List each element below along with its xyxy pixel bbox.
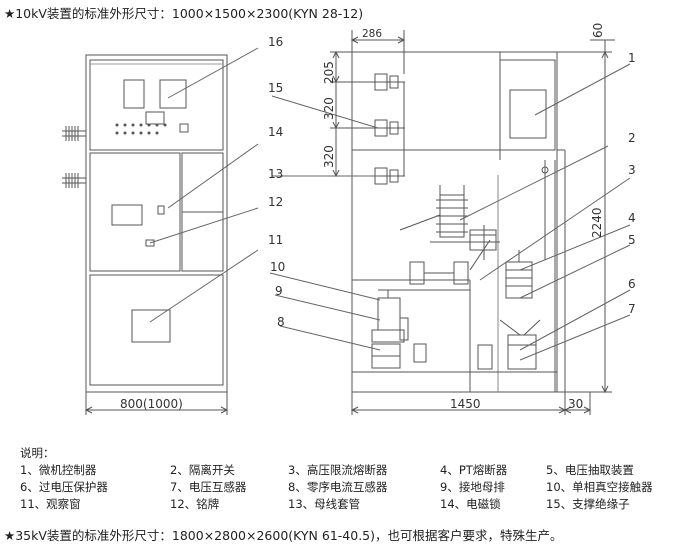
callout-10: 10: [270, 260, 285, 274]
legend-item: 5、电压抽取装置: [546, 463, 634, 477]
dim-top-width: 286: [362, 28, 382, 40]
legend-item: 2、隔离开关: [170, 463, 235, 477]
leader-lines: [149, 47, 631, 361]
legend-row-1: 1、微机控制器 2、隔离开关 3、高压限流熔断器 4、PT熔断器 5、电压抽取装置: [20, 462, 634, 478]
dim-top-offset: 60: [591, 23, 605, 38]
legend-item: 13、母线套管: [288, 497, 361, 511]
dim-width-front: 800(1000): [120, 397, 183, 411]
legend-item: 15、支撑绝缘子: [546, 497, 630, 511]
current-transformer: [371, 343, 427, 369]
dim-spacing-2: 320: [322, 97, 336, 120]
legend-item: 3、高压限流熔断器: [288, 463, 388, 477]
legend-item: 14、电磁锁: [440, 497, 501, 511]
legend-item: 12、铭牌: [170, 497, 220, 511]
contactor: [371, 290, 409, 343]
callout-3: 3: [628, 163, 636, 177]
front-connector-upper: [62, 126, 86, 141]
dimension-labels: 800(1000) 1450 30 286 60 2240 205 320 32…: [120, 23, 605, 411]
callout-14: 14: [268, 125, 283, 139]
legend-item: 10、单相真空接触器: [546, 480, 653, 494]
page-title: ★10kV装置的标准外形尺寸：1000×1500×2300(KYN 28-12): [4, 6, 364, 21]
callout-1: 1: [628, 51, 636, 65]
legend-item: 8、零序电流互感器: [288, 480, 388, 494]
dim-spacing-1: 205: [322, 61, 336, 84]
dim-height: 2240: [590, 207, 604, 238]
callout-7: 7: [628, 302, 636, 316]
footer-note: ★35kV装置的标准外形尺寸：1800×2800×2600(KYN 61-40.…: [4, 528, 563, 543]
callout-11: 11: [268, 233, 283, 247]
legend-item: 6、过电压保护器: [20, 480, 108, 494]
callout-9: 9: [275, 284, 283, 298]
legend-row-3: 11、观察窗 12、铭牌 13、母线套管 14、电磁锁 15、支撑绝缘子: [20, 496, 630, 512]
callout-13: 13: [268, 167, 283, 181]
legend-item: 7、电压互感器: [170, 480, 247, 494]
callouts: 16 15 14 13 12 11 10 9 8 1 2 3 4 5 6 7: [268, 35, 636, 329]
dim-depth: 1450: [450, 397, 481, 411]
switchgear-drawing: 16 15 14 13 12 11 10 9 8 1 2 3 4 5 6 7 8…: [62, 23, 636, 415]
pt-fuse: [505, 250, 533, 299]
front-connector-lower: [62, 173, 86, 188]
callout-2: 2: [628, 131, 636, 145]
callout-5: 5: [628, 233, 636, 247]
callout-6: 6: [628, 277, 636, 291]
voltage-transformer: [477, 319, 541, 370]
legend-item: 1、微机控制器: [20, 463, 97, 477]
callout-12: 12: [268, 195, 283, 209]
callout-16: 16: [268, 35, 283, 49]
legend-item: 11、观察窗: [20, 497, 81, 511]
callout-15: 15: [268, 81, 283, 95]
isolator-assembly: [399, 185, 500, 260]
legend-row-2: 6、过电压保护器 7、电压互感器 8、零序电流互感器 9、接地母排 10、单相真空接触器: [20, 479, 653, 495]
legend-item: 4、PT熔断器: [440, 463, 508, 477]
front-view: [62, 54, 229, 415]
callout-8: 8: [277, 315, 285, 329]
side-view: [330, 30, 615, 415]
callout-4: 4: [628, 211, 636, 225]
legend-heading: 说明：: [20, 446, 55, 460]
legend-item: 9、接地母排: [440, 480, 505, 494]
dim-rear: 30: [568, 397, 583, 411]
fuse-bar: [378, 239, 491, 291]
dim-spacing-3: 320: [322, 145, 336, 168]
